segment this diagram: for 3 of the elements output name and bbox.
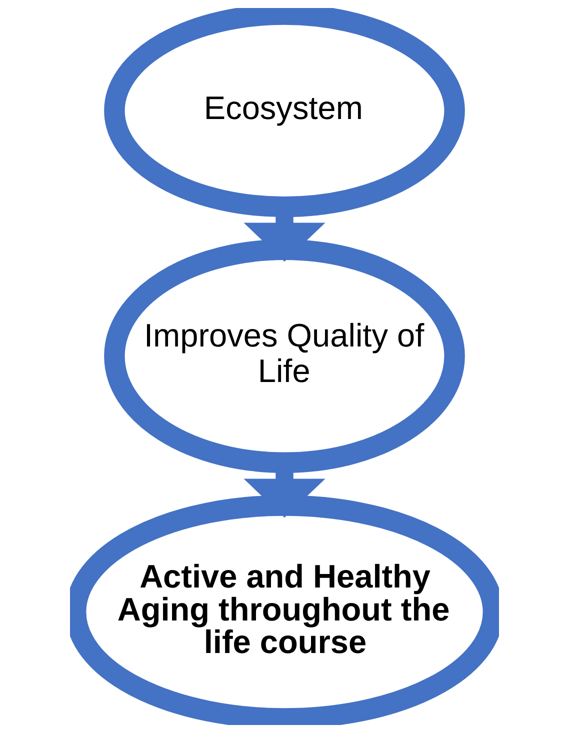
node-ellipse: Active and Healthy Aging throughout the life course [70,495,499,725]
node-ellipse: Improves Quality of Life [104,239,465,473]
node-ellipse: Ecosystem [104,8,465,218]
